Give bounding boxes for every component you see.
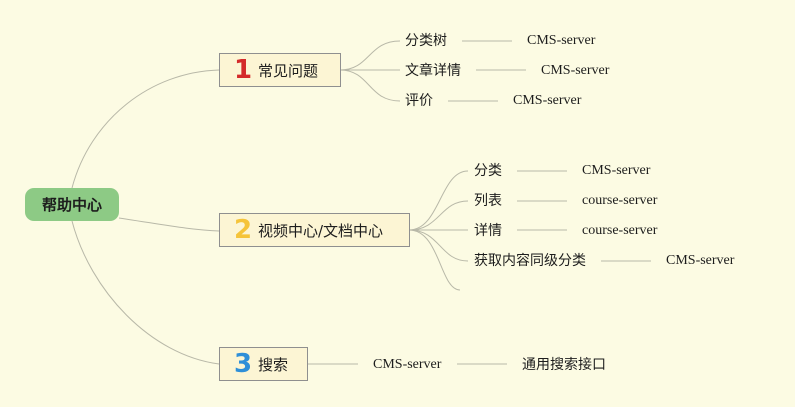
service-label: CMS-server [513,93,582,108]
service-label: CMS-server [373,357,442,372]
connector-b1-item-3 [339,69,401,102]
branch-number: 2 [234,215,253,245]
root-node[interactable]: 帮助中心 [25,188,119,221]
connector-b2-item-4 [408,229,469,262]
leaf-label[interactable]: 文章详情 [405,63,461,79]
connector-root-branch-3 [71,220,220,365]
leaf-label[interactable]: 分类 [474,163,502,179]
connector-b2-item-5 [408,229,461,291]
branch-node-video-doc-center[interactable]: 2 视频中心/文档中心 [219,213,410,247]
connector-b2-item-2 [408,200,469,231]
root-label: 帮助中心 [41,196,102,214]
service-label: CMS-server [666,253,735,268]
leaf-label[interactable]: 分类树 [405,33,447,49]
connector-b2-item-1 [408,170,469,231]
service-label: course-server [582,223,658,238]
service-label: CMS-server [582,163,651,178]
leaf-label[interactable]: 通用搜索接口 [522,357,606,373]
branch-node-faq[interactable]: 1 常见问题 [219,53,341,87]
leaf-label[interactable]: 获取内容同级分类 [474,253,586,269]
service-label: CMS-server [541,63,610,78]
leaf-label[interactable]: 详情 [474,223,502,239]
service-label: course-server [582,193,658,208]
branch-label: 常见问题 [258,61,319,80]
connector-b1-item-1 [339,40,401,71]
connector-root-branch-1 [71,69,220,189]
leaf-label[interactable]: 列表 [474,193,502,209]
service-label: CMS-server [527,33,596,48]
branch-label: 视频中心/文档中心 [258,221,384,240]
branch-number: 3 [234,349,253,379]
branch-number: 1 [234,55,253,85]
branch-node-search[interactable]: 3 搜索 [219,347,308,381]
branch-label: 搜索 [258,355,289,374]
leaf-label[interactable]: 评价 [405,93,433,109]
connector-root-branch-2 [118,217,220,232]
